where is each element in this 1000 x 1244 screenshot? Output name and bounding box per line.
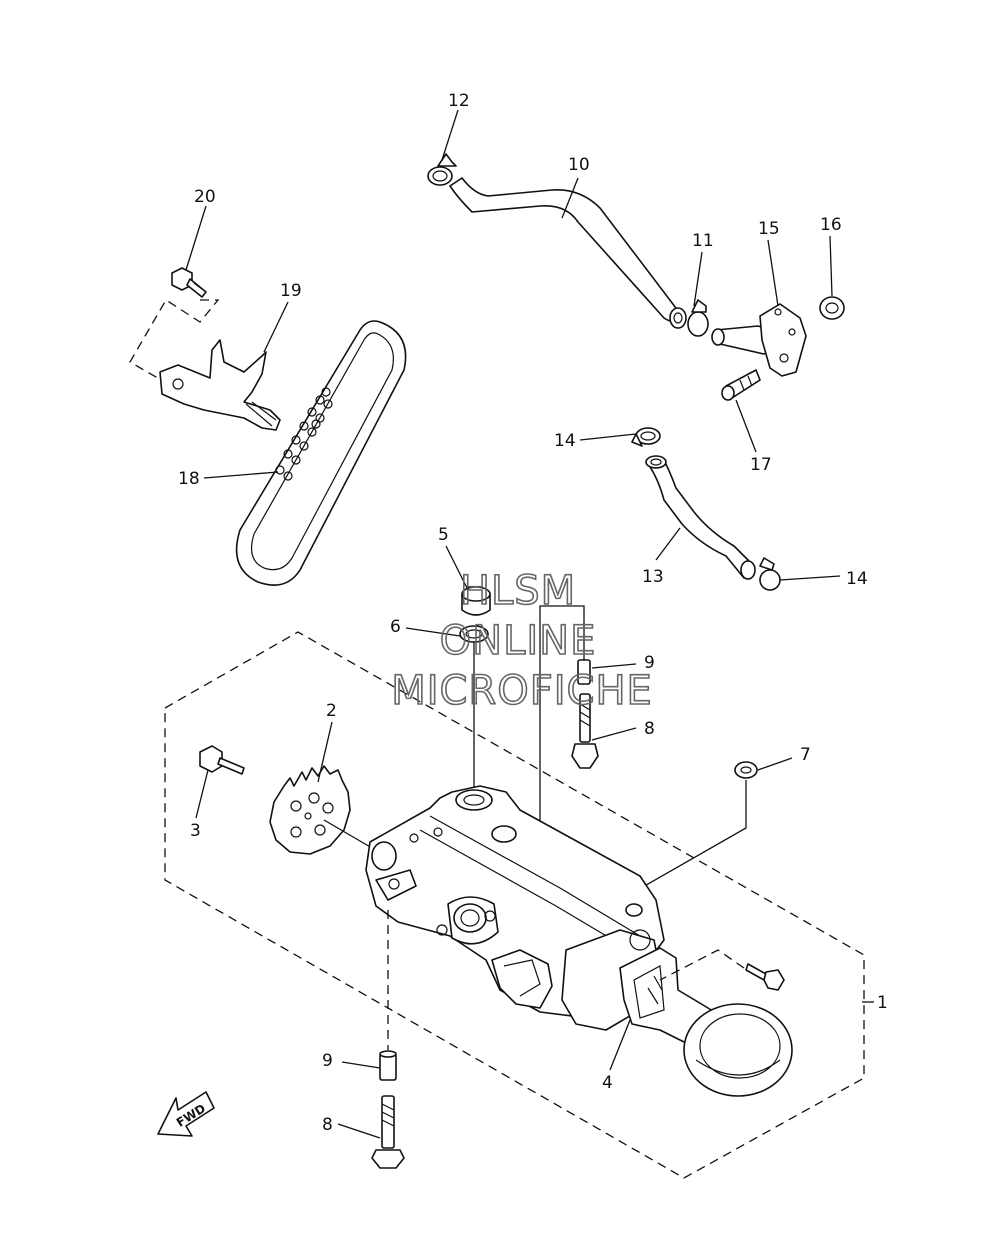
hose-clamp-part-14-lower <box>759 557 781 591</box>
oil-pump-body <box>365 785 665 1031</box>
callout-3: 3 <box>190 821 201 841</box>
watermark-line-1: HLSM <box>460 568 576 614</box>
gear-part-2 <box>269 765 351 855</box>
bolt-part-20 <box>171 267 207 298</box>
bolt-20-guide-line <box>129 299 220 386</box>
callout-13: 13 <box>642 567 664 587</box>
strainer-bolt <box>745 963 785 991</box>
dowel-pin-part-9-lower <box>379 1050 397 1081</box>
bolt-part-17 <box>721 369 761 401</box>
callout-12: 12 <box>448 91 470 111</box>
hose-part-10 <box>449 177 687 329</box>
callout-6: 6 <box>390 617 401 637</box>
hose-clamp-part-12 <box>427 153 457 186</box>
bolt-part-3 <box>199 745 245 775</box>
part-2-guide-line <box>323 819 373 849</box>
chain-guide-part-19 <box>159 339 281 431</box>
callout-leader-lines <box>185 109 874 1139</box>
callout-9-upper: 9 <box>644 653 655 673</box>
callout-7: 7 <box>800 745 811 765</box>
bolt-part-8-upper <box>571 693 599 769</box>
callout-5: 5 <box>438 525 449 545</box>
watermark: HLSM ONLINE MICROFICHE <box>390 567 653 715</box>
hose-clamp-part-11 <box>687 299 709 337</box>
callout-numbers: 1 2 3 4 5 6 7 8 8 9 9 10 11 12 13 14 14 … <box>178 91 888 1135</box>
callout-8-upper: 8 <box>644 719 655 739</box>
bolt-part-8-lower <box>371 1095 405 1169</box>
strainer-bolt-guide-line <box>659 949 745 981</box>
hose-clamp-part-14-upper <box>631 427 661 447</box>
callout-15: 15 <box>758 219 780 239</box>
callout-10: 10 <box>568 155 590 175</box>
oil-pump-assembly-boundary <box>164 631 865 1179</box>
part-7-guide-line <box>633 780 747 904</box>
watermark-line-3: MICROFICHE <box>391 668 653 714</box>
hose-part-13 <box>645 455 756 580</box>
callout-9-lower: 9 <box>322 1051 333 1071</box>
callout-14-upper: 14 <box>554 431 576 451</box>
strainer-part-4 <box>619 947 793 1097</box>
callout-1: 1 <box>877 993 888 1013</box>
watermark-line-2: ONLINE <box>440 618 597 664</box>
callout-2: 2 <box>326 701 337 721</box>
seal-part-16 <box>819 296 845 320</box>
pipe-part-15 <box>711 303 807 377</box>
callout-11: 11 <box>692 231 714 251</box>
part-8-9-guide-line <box>539 605 585 840</box>
callout-16: 16 <box>820 215 842 235</box>
callout-19: 19 <box>280 281 302 301</box>
callout-8-lower: 8 <box>322 1115 333 1135</box>
forward-direction-arrow: FWD <box>157 1091 215 1137</box>
callout-18: 18 <box>178 469 200 489</box>
callout-20: 20 <box>194 187 216 207</box>
collar-part-5 <box>461 586 491 616</box>
seal-part-7 <box>734 761 758 779</box>
drive-chain-part-18 <box>235 320 407 586</box>
callout-4: 4 <box>602 1073 613 1093</box>
callout-14-lower: 14 <box>846 569 868 589</box>
callout-17: 17 <box>750 455 772 475</box>
chain-link-plates <box>275 387 333 481</box>
